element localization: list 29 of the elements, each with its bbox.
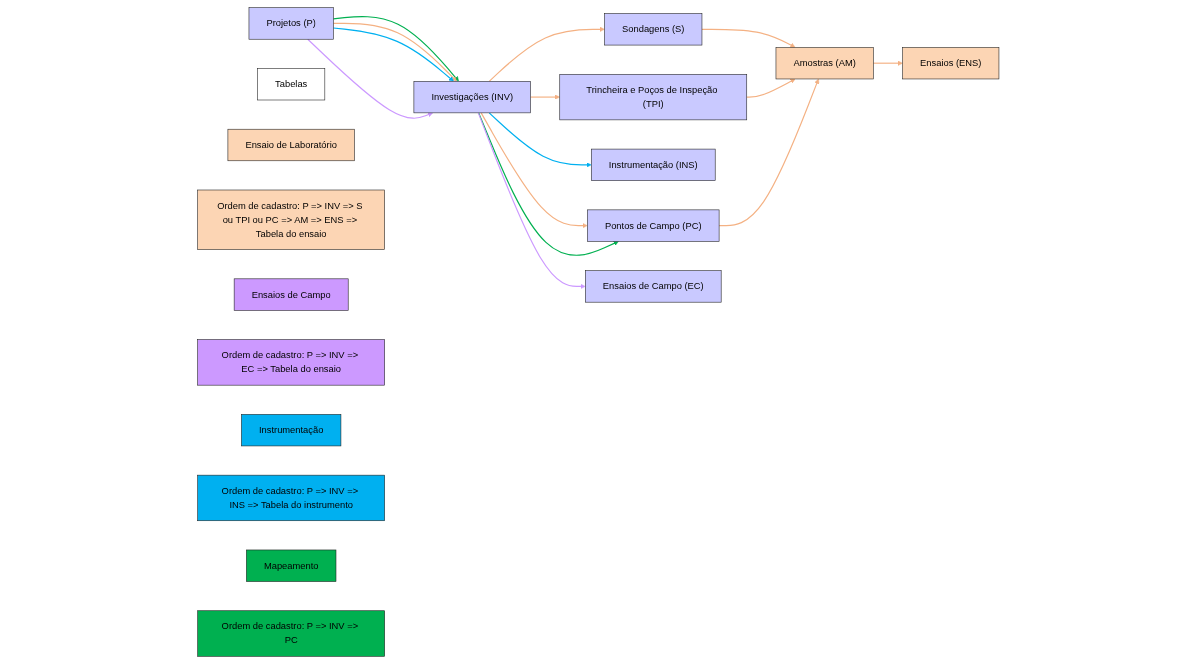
node-box: Investigações (INV)	[413, 81, 531, 114]
node-box: Ensaio de Laboratório	[227, 128, 355, 162]
node-box: Trincheira e Poços de Inspeção (TPI)	[559, 74, 747, 121]
node-box: Ordem de cadastro: P => INV => S ou TPI ou PC => AM => ENS => Tabela do ensaio	[197, 189, 385, 250]
arrow	[477, 112, 619, 256]
node-box: Amostras (AM)	[775, 47, 874, 80]
arrow	[529, 94, 560, 100]
node-box: Projetos (P)	[248, 7, 334, 40]
arrow	[488, 112, 592, 168]
node-box: Ordem de cadastro: P => INV => PC	[197, 610, 385, 657]
arrow	[306, 38, 433, 119]
node-box: Ensaios (ENS)	[901, 47, 999, 80]
node-box: Ensaios de Campo (EC)	[584, 270, 722, 303]
node-box: Ensaios de Campo	[233, 278, 349, 311]
arrow	[718, 78, 819, 227]
node-box: Tabelas	[256, 68, 325, 101]
node-box: Instrumentação (INS)	[590, 148, 716, 181]
arrow	[488, 26, 605, 82]
arrow	[745, 78, 796, 98]
node-box: Ordem de cadastro: P => INV => INS => Tabela do instrumento	[197, 474, 385, 522]
node-box: Pontos de Campo (PC)	[586, 209, 720, 242]
arrow	[480, 112, 588, 229]
node-box: Ordem de cadastro: P => INV => EC => Tabela do ensaio	[197, 339, 385, 386]
node-box: Instrumentação	[240, 414, 341, 447]
arrow	[872, 60, 903, 66]
arrow	[701, 28, 796, 48]
node-box: Sondagens (S)	[603, 13, 702, 46]
arrow	[477, 112, 586, 289]
node-box: Mapeamento	[245, 549, 336, 582]
